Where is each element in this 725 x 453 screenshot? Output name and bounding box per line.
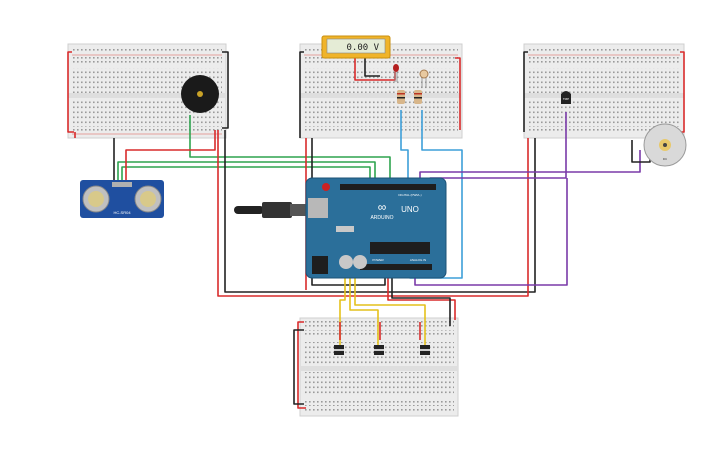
multimeter-reading: 0.00 V xyxy=(346,43,379,53)
wire-red xyxy=(297,321,306,409)
wire-purple xyxy=(419,150,641,182)
wire-black xyxy=(293,329,304,405)
wire-black xyxy=(224,130,536,293)
arduino-analog-label: ANALOG IN xyxy=(410,258,426,262)
temperature-label: TMP xyxy=(563,97,569,101)
wire-red xyxy=(217,130,529,297)
usb-cable-icon xyxy=(234,202,310,218)
resistor-icon[interactable] xyxy=(397,90,405,104)
wire-black xyxy=(299,51,304,138)
transistor-icon[interactable] xyxy=(420,345,430,355)
wire-red xyxy=(67,51,74,133)
ultrasonic-label: HC-SR04 xyxy=(113,210,131,215)
motor-icon[interactable]: DC xyxy=(643,123,687,167)
photoresistor-icon[interactable] xyxy=(419,69,429,88)
wire-black xyxy=(391,278,451,326)
wire-black xyxy=(222,51,229,129)
breadboard-right[interactable] xyxy=(523,43,685,139)
motor-label: DC xyxy=(663,157,668,161)
arduino-digital-label: DIGITAL (PWM~) xyxy=(398,193,421,197)
resistor-icon[interactable] xyxy=(414,90,422,104)
wire-red xyxy=(455,57,461,130)
multimeter[interactable]: 0.00 V xyxy=(321,35,391,59)
temperature-sensor[interactable]: TMP xyxy=(561,91,571,104)
wire-red xyxy=(125,130,216,182)
wire-blue xyxy=(400,110,409,182)
arduino-power-label: POWER xyxy=(372,258,384,262)
arduino-board[interactable]: ∞ ARDUINO UNO DIGITAL (PWM~) POWER ANALO… xyxy=(305,177,447,279)
wire-black xyxy=(364,58,380,77)
wire-green xyxy=(121,166,371,182)
led-icon[interactable] xyxy=(393,64,399,82)
wire-black xyxy=(523,51,528,132)
wire-red xyxy=(387,278,456,320)
wire-green xyxy=(189,115,391,182)
transistor-icon[interactable] xyxy=(374,345,384,355)
breadboard-bottom[interactable] xyxy=(299,317,459,417)
wires xyxy=(67,51,685,409)
transistor-icon[interactable] xyxy=(334,345,344,355)
arduino-logo-text: ARDUINO xyxy=(370,215,393,221)
arduino-model: UNO xyxy=(401,205,419,214)
buzzer-icon[interactable] xyxy=(181,75,219,113)
wire-green xyxy=(117,161,376,182)
arduino-infinity-logo: ∞ xyxy=(378,200,387,214)
ultrasonic-sensor[interactable]: HC-SR04 xyxy=(80,180,164,218)
